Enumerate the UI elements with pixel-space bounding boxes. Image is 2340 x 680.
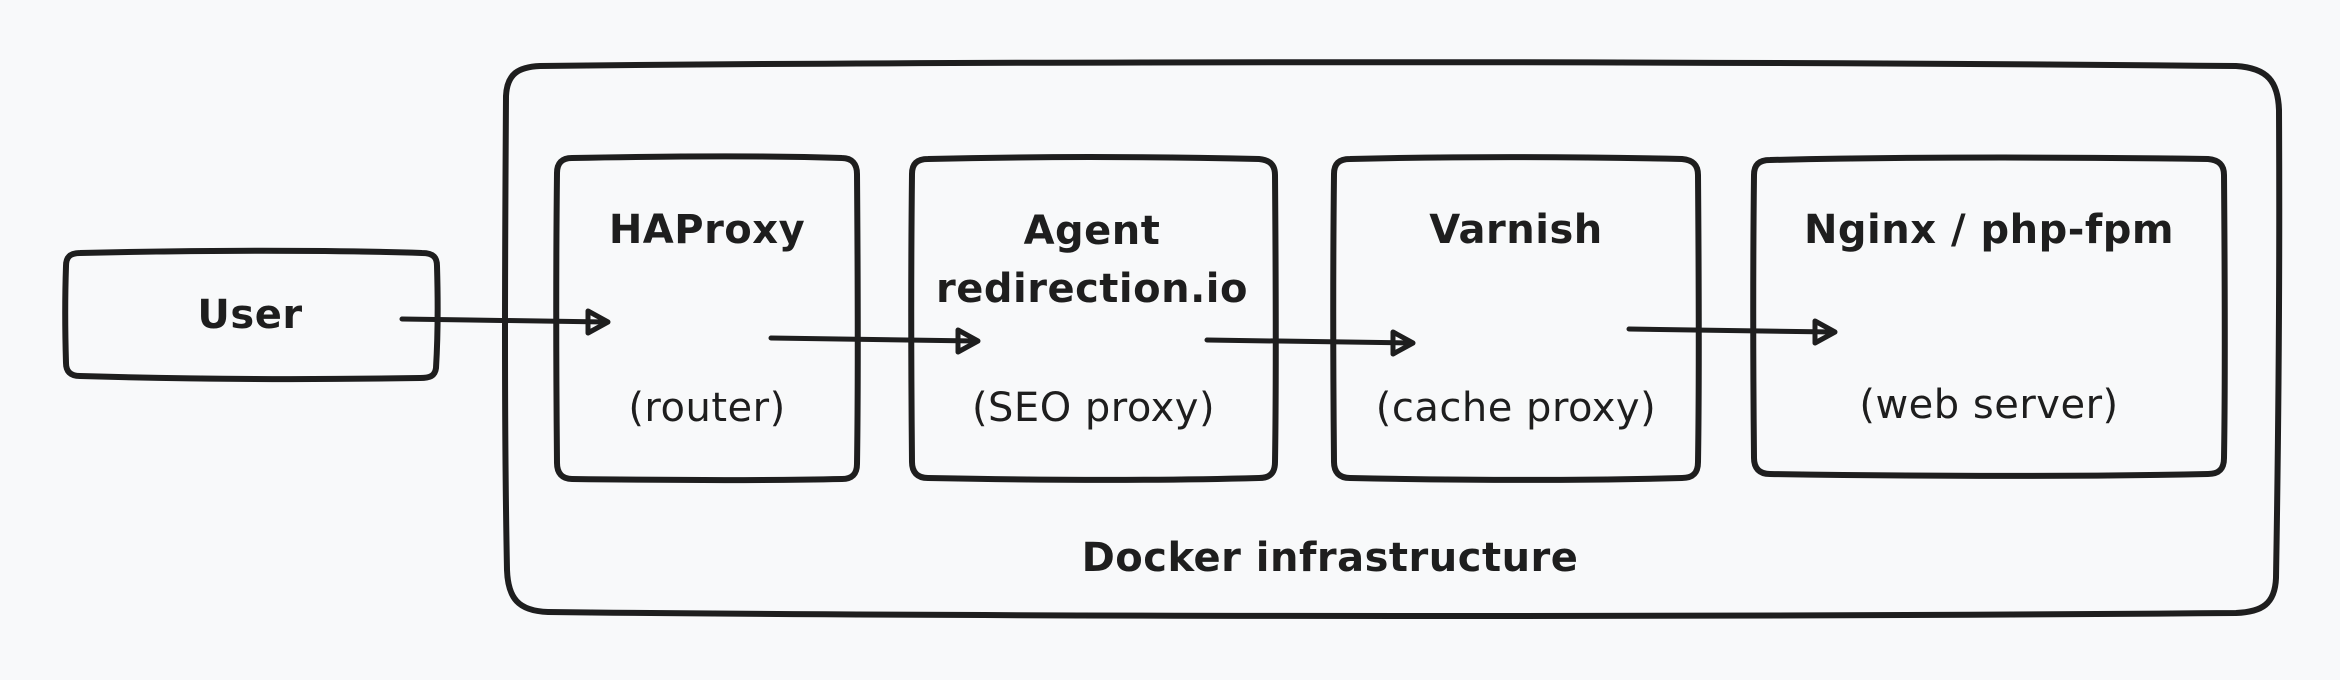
nginx-role: (web server) xyxy=(1859,382,2119,428)
arrow-varnish-to-nginx xyxy=(1626,318,1838,346)
arrow-user-to-haproxy xyxy=(399,308,611,336)
varnish-box xyxy=(1330,154,1702,483)
user-label: User xyxy=(197,292,303,338)
varnish-name: Varnish xyxy=(1429,207,1603,253)
nginx-name: Nginx / php-fpm xyxy=(1803,207,2175,253)
agent-role: (SEO proxy) xyxy=(971,385,1216,431)
haproxy-name: HAProxy xyxy=(608,207,806,253)
agent-box xyxy=(908,154,1279,483)
haproxy-role: (router) xyxy=(628,385,786,431)
arrow-haproxy-to-agent xyxy=(768,327,981,355)
agent-name: Agent redirection.io xyxy=(936,208,1248,312)
varnish-role: (cache proxy) xyxy=(1375,385,1657,431)
arrow-agent-to-varnish xyxy=(1204,329,1416,357)
docker-infrastructure-label: Docker infrastructure xyxy=(1081,535,1579,581)
user-box xyxy=(62,247,441,383)
docker-infrastructure-container xyxy=(502,59,2283,619)
haproxy-box xyxy=(553,153,861,484)
